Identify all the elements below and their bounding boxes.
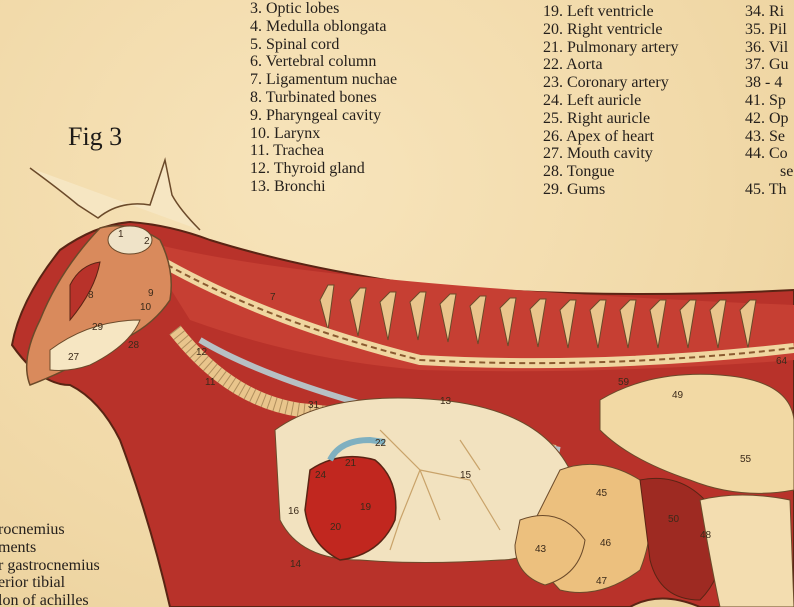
diagram-number-labels: 1 2 7 8 9 10 11 12 13 14 15 16 19 20 21 … (68, 229, 788, 587)
legend-item: 43. Se (745, 127, 785, 145)
label-49: 49 (672, 390, 684, 401)
label-31: 31 (308, 400, 320, 411)
label-13: 13 (440, 396, 452, 407)
label-27: 27 (68, 352, 80, 363)
legend-item: 25. Right auricle (543, 109, 651, 127)
legend-item: 26. Apex of heart (543, 127, 655, 145)
legend-item: rocnemius (0, 521, 65, 538)
legend-item: r gastrocnemius (0, 556, 100, 574)
label-55: 55 (740, 454, 752, 465)
legend-item: ments (0, 538, 37, 556)
label-11: 11 (205, 377, 216, 388)
legend-item: 10. Larynx (250, 124, 321, 142)
label-22: 22 (375, 438, 387, 449)
label-16: 16 (288, 506, 300, 517)
legend-item: 37. Gu (745, 56, 789, 74)
label-28: 28 (128, 340, 140, 351)
legend-item: 6. Vertebral column (250, 53, 377, 71)
legend-item: 38 - 4 (745, 74, 783, 92)
legend-item: 34. Ri (745, 3, 785, 20)
legend-column-1: 3. Optic lobes 4. Medulla oblongata 5. S… (250, 0, 397, 196)
legend-item: 28. Tongue (543, 163, 615, 181)
legend-column-2: 19. Left ventricle 20. Right ventricle 2… (543, 3, 679, 199)
legend-item: 44. Co (745, 145, 788, 163)
label-20: 20 (330, 522, 342, 533)
neck-muscle-band (140, 240, 794, 372)
label-59: 59 (618, 377, 630, 388)
brain (107, 225, 153, 255)
legend-item: 12. Thyroid gland (250, 160, 365, 178)
label-8: 8 (88, 290, 94, 301)
legend-item: 3. Optic lobes (250, 0, 340, 17)
label-1: 1 (118, 229, 124, 240)
legend-item: 20. Right ventricle (543, 20, 663, 38)
label-24: 24 (315, 470, 327, 481)
legend-item: 36. Vil (745, 38, 789, 56)
legend-item: 21. Pulmonary artery (543, 38, 679, 56)
label-10: 10 (140, 302, 152, 313)
legend-item: 24. Left auricle (543, 91, 642, 109)
label-14: 14 (290, 559, 302, 570)
label-7: 7 (270, 292, 276, 303)
label-29: 29 (92, 322, 104, 333)
aorta (327, 436, 386, 462)
label-64: 64 (776, 356, 788, 367)
legend-item: 7. Ligamentum nuchae (250, 71, 398, 89)
legend-item: 27. Mouth cavity (543, 145, 653, 163)
label-43: 43 (535, 544, 547, 555)
label-9: 9 (148, 288, 154, 299)
label-50: 50 (668, 514, 680, 525)
small-intestine-coils (699, 494, 794, 607)
legend-item: 5. Spinal cord (250, 35, 340, 53)
bronchi-tree (379, 429, 501, 551)
figure-title: Fig 3 (68, 122, 123, 151)
legend-item: 13. Bronchi (250, 177, 326, 195)
spinal-cord (149, 254, 794, 365)
intestines (599, 373, 794, 494)
legend-item: lon of achilles (0, 592, 89, 607)
legend-item: 42. Op (745, 109, 789, 127)
legend-item: 23. Coronary artery (543, 74, 669, 92)
spinous-processes (319, 284, 757, 349)
label-45: 45 (596, 488, 608, 499)
legend-column-left: rocnemius ments r gastrocnemius erior ti… (0, 521, 100, 607)
label-19: 19 (360, 502, 372, 513)
ear-outline (29, 157, 201, 231)
legend-item: 41. Sp (745, 91, 786, 109)
legend-item: 22. Aorta (543, 56, 603, 74)
turbinated-bones (69, 261, 101, 322)
legend-item: 4. Medulla oblongata (250, 17, 387, 35)
legend-column-3: 34. Ri 35. Pil 36. Vil 37. Gu 38 - 4 41.… (745, 3, 793, 199)
label-21: 21 (345, 458, 357, 469)
rumen (514, 515, 586, 586)
label-2: 2 (144, 236, 150, 247)
label-46: 46 (600, 538, 612, 549)
legend-item: erior tibial (0, 574, 66, 592)
legend-item: 11. Trachea (250, 142, 325, 160)
label-12: 12 (196, 347, 208, 358)
heart (304, 455, 397, 561)
legend-item: 45. Th (745, 180, 787, 198)
legend-item: 29. Gums (543, 180, 606, 198)
label-47: 47 (596, 576, 608, 587)
legend-item: 8. Turbinated bones (250, 88, 377, 106)
legend-item: se (780, 163, 794, 181)
legend-item: 9. Pharyngeal cavity (250, 106, 382, 124)
label-48: 48 (700, 530, 712, 541)
label-15: 15 (460, 470, 472, 481)
legend-item: 35. Pil (745, 20, 787, 38)
mouth-cavity (49, 319, 141, 371)
legend-item: 19. Left ventricle (543, 3, 654, 20)
